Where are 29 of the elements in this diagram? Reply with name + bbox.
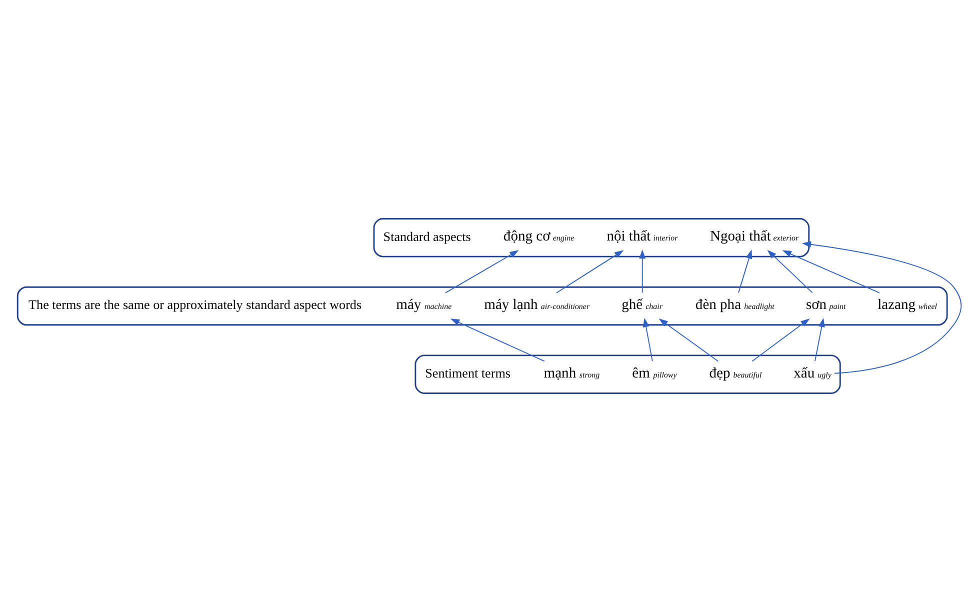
- arrow: [639, 249, 646, 294]
- node-text: lazang wheel: [878, 296, 938, 313]
- node-label: Sentiment terms: [425, 366, 510, 381]
- node-text: động cơ engine: [503, 228, 574, 245]
- arrow: [450, 318, 545, 362]
- node-label: Standard aspects: [383, 228, 471, 244]
- arrow: [445, 250, 519, 294]
- node-text: ghế chair: [622, 296, 663, 313]
- node-text: Ngoại thất exterior: [710, 228, 799, 245]
- node-text: đèn pha headlight: [695, 296, 774, 313]
- node-text: sơn paint: [806, 296, 846, 313]
- arrow: [642, 318, 653, 362]
- arrow: [782, 250, 880, 294]
- arrow: [658, 318, 719, 362]
- node-text: xấu ugly: [794, 365, 832, 382]
- node-text: êm pillowy: [632, 365, 677, 382]
- node-text: mạnh strong: [544, 365, 600, 382]
- node-text: máy lạnh air-conditioner: [484, 296, 590, 313]
- cluster: [414, 354, 841, 394]
- node-text: đẹp beautiful: [709, 365, 762, 382]
- node-text: máy machine: [396, 296, 452, 313]
- arrow: [752, 318, 810, 362]
- node-text: nội thất interior: [606, 228, 678, 245]
- arrow: [802, 241, 962, 374]
- arrow: [814, 318, 825, 362]
- arrow: [738, 250, 752, 294]
- node-label: The terms are the same or approximately standard aspect words: [28, 297, 362, 312]
- arrow: [556, 250, 624, 294]
- arrow: [767, 250, 813, 294]
